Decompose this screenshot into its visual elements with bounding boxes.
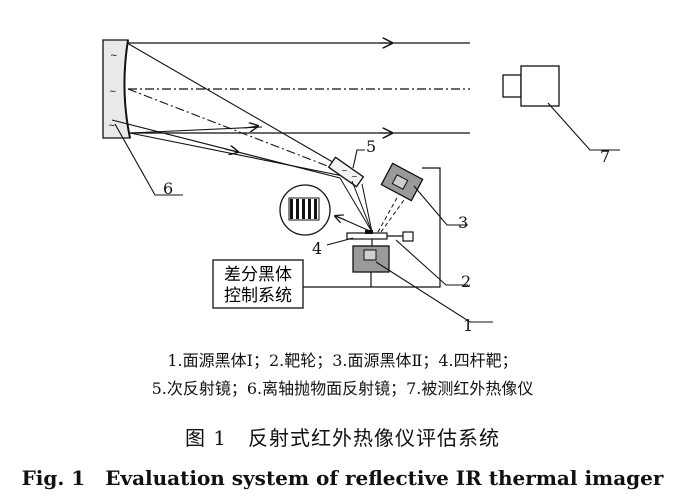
figure-caption-english: Fig. 1 Evaluation system of reflective I… [21, 466, 664, 490]
control-box-line-1: 差分黑体 [224, 265, 292, 285]
legend-line-1: 1.面源黑体Ⅰ；2.靶轮；3.面源黑体Ⅱ；4.四杆靶； [167, 351, 518, 370]
secondary-mirror: ~ ~ [327, 156, 365, 188]
parabolic-mirror: ~ ~ ~ [102, 39, 131, 139]
svg-text:~: ~ [341, 166, 348, 175]
callout-7: 7 [600, 147, 610, 166]
converging-rays [111, 42, 344, 179]
svg-text:~: ~ [108, 121, 116, 131]
callout-2: 2 [461, 272, 471, 291]
callout-1: 1 [463, 316, 473, 335]
legend-line-2: 5.次反射镜；6.离轴抛物面反射镜；7.被测红外热像仪 [151, 379, 534, 398]
svg-text:~: ~ [109, 87, 117, 97]
collimated-beam [127, 43, 470, 133]
control-system-box: 差分黑体 控制系统 [212, 259, 304, 309]
target-rays [335, 177, 405, 233]
blackbody-1 [352, 245, 390, 273]
callout-3: 3 [458, 213, 468, 232]
figure-caption-chinese: 图 1 反射式红外热像仪评估系统 [184, 426, 501, 450]
callout-6: 6 [163, 179, 173, 198]
callout-labels: 1 2 3 4 5 6 7 [163, 137, 610, 335]
leader-lines [114, 102, 620, 323]
target-wheel [346, 230, 414, 246]
four-bar-target-inset [279, 184, 331, 236]
callout-4: 4 [312, 239, 322, 258]
svg-text:~: ~ [351, 172, 358, 181]
svg-text:~: ~ [110, 51, 118, 61]
control-wiring [302, 167, 441, 288]
control-box-line-2: 控制系统 [224, 286, 292, 306]
thermal-imager [502, 65, 560, 107]
blackbody-2 [380, 162, 424, 202]
callout-5: 5 [366, 137, 376, 156]
